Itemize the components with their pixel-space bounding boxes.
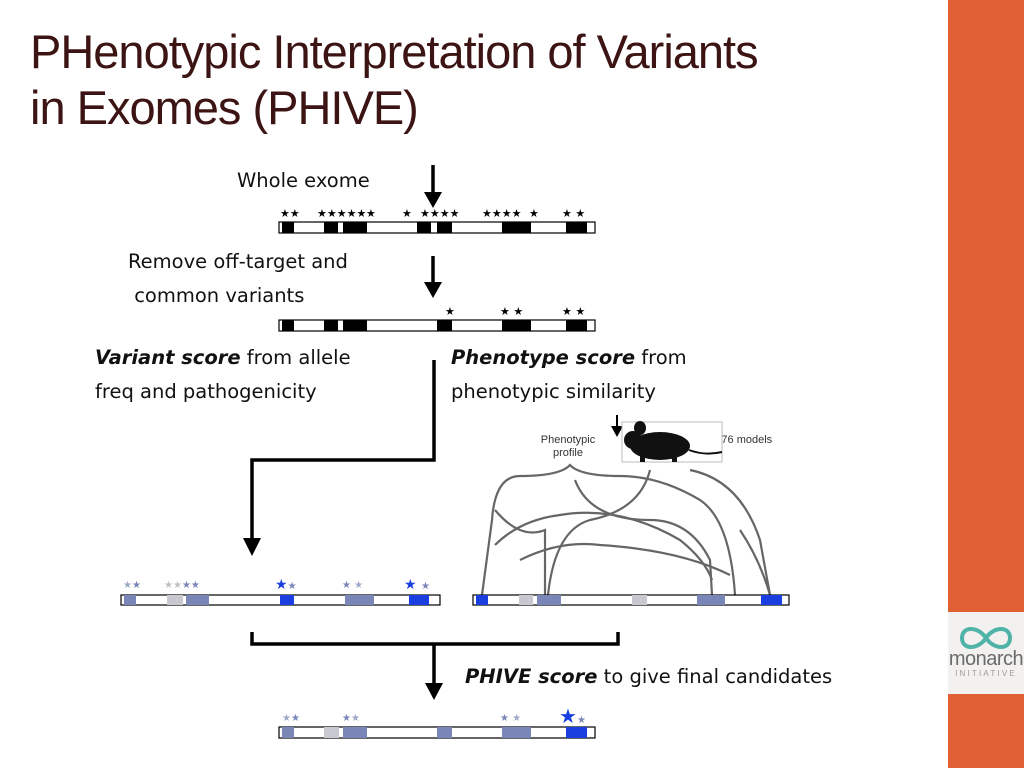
phenotype-similarity-tree <box>480 463 772 596</box>
variant-stars: ★ <box>445 305 455 318</box>
exon <box>537 595 561 605</box>
phenotype-score-label-2: phenotypic similarity <box>451 380 656 403</box>
variant-stars: ★ ★ <box>342 580 363 591</box>
exon <box>282 320 294 331</box>
variant-stars: ★★★★ <box>482 207 522 220</box>
exon <box>437 320 452 331</box>
phenotypic-profile-line-1: Phenotypic <box>540 434 596 446</box>
exon <box>566 222 587 233</box>
phenotypic-profile-label: Phenotypic profile <box>530 434 606 460</box>
exome-bar-filtered: ★ ★ ★ ★ ★ <box>278 305 596 332</box>
exon <box>476 595 488 605</box>
variant-stars: ★★ <box>342 713 360 724</box>
exon <box>282 222 294 233</box>
exon <box>502 222 531 233</box>
arrow-head <box>611 426 623 437</box>
variant-stars: ★ <box>366 207 376 220</box>
exome-bar-all: ★★ ★★★★★ ★ ★ ★★★★ ★★★★ ★ ★ ★ <box>278 207 596 234</box>
variant-stars: ★★★★ <box>164 580 200 591</box>
exon <box>345 595 374 605</box>
variant-stars: ★★★★ <box>420 207 460 220</box>
title-line-2: in Exomes (PHIVE) <box>30 81 419 134</box>
combine-bracket <box>250 632 620 646</box>
phenotype-score-bar <box>472 594 790 606</box>
exon <box>697 595 725 605</box>
phive-final-bar: ★★ ★★ ★ ★ ★★ <box>278 704 596 739</box>
infinity-icon <box>959 627 1013 649</box>
exon <box>124 595 136 605</box>
phenotypic-profile-line-2: profile <box>553 447 583 459</box>
phive-pipeline-diagram: ★★ ★★★★★ ★ ★ ★★★★ ★★★★ ★ ★ ★ ★ ★ ★ ★ ★ <box>120 165 790 739</box>
title-line-1: PHenotypic Interpretation of Variants <box>30 25 759 78</box>
variant-stars: ★ ★ <box>562 207 585 220</box>
exon <box>343 222 367 233</box>
exon <box>566 727 587 738</box>
variant-score-rest: from allele <box>240 346 351 369</box>
variant-stars: ★★★★★ <box>317 207 366 220</box>
exon <box>280 595 294 605</box>
variant-stars: ★ <box>529 207 539 220</box>
slide-title: PHenotypic Interpretation of Variants in… <box>30 24 930 136</box>
exon <box>566 320 587 331</box>
phenotype-score-rest: from <box>635 346 687 369</box>
exon <box>632 595 647 605</box>
variant-stars: ★ ★ <box>404 577 430 593</box>
monarch-logo <box>948 612 1024 694</box>
logo-subtitle: INITIATIVE <box>955 669 1017 678</box>
exon <box>343 727 367 738</box>
variant-stars: ★★ <box>280 207 300 220</box>
variant-score-label: Variant score from allele <box>95 341 351 375</box>
exon <box>343 320 367 331</box>
variant-score-label-2: freq and pathogenicity <box>95 380 317 403</box>
remove-variants-label-2: common variants <box>128 284 305 307</box>
variant-stars: ★★ <box>123 580 141 591</box>
arrow-head <box>425 683 443 700</box>
exon <box>437 222 452 233</box>
phive-score-rest: to give final candidates <box>597 665 833 688</box>
exon <box>761 595 782 605</box>
variant-stars: ★★ <box>559 704 586 728</box>
variant-stars: ★ <box>402 207 412 220</box>
exon <box>324 727 339 738</box>
exon <box>437 727 452 738</box>
remove-variants-label-1: Remove off-target and <box>128 250 348 273</box>
phive-score-label: PHIVE score to give final candidates <box>465 660 832 694</box>
variant-stars: ★ ★ <box>562 305 585 318</box>
variant-stars: ★ ★ <box>500 713 521 724</box>
exon <box>324 222 338 233</box>
phive-score-bold: PHIVE score <box>465 665 598 688</box>
arrow-head <box>424 282 442 298</box>
arrow-variant-path <box>250 360 436 540</box>
variant-stars: ★ ★ <box>500 305 523 318</box>
variant-stars: ★★ <box>282 713 300 724</box>
exon <box>186 595 209 605</box>
variant-score-bar: ★★ ★★★★ ★★ ★ ★ ★ ★ <box>120 577 441 606</box>
exon <box>409 595 429 605</box>
arrow-head <box>424 192 442 208</box>
exon <box>519 595 533 605</box>
whole-exome-label: Whole exome <box>237 169 370 192</box>
phenotype-score-label: Phenotype score from <box>451 341 687 375</box>
arrow-head <box>243 538 261 556</box>
variant-stars: ★★ <box>275 577 297 593</box>
variant-score-bold: Variant score <box>95 346 241 369</box>
exon <box>167 595 183 605</box>
exon <box>282 727 294 738</box>
exon <box>417 222 431 233</box>
exon <box>502 320 531 331</box>
exon <box>502 727 531 738</box>
exon <box>324 320 338 331</box>
mouse-icon <box>624 421 723 462</box>
phenotype-score-bold: Phenotype score <box>451 346 636 369</box>
logo-name: monarch <box>948 648 1024 670</box>
